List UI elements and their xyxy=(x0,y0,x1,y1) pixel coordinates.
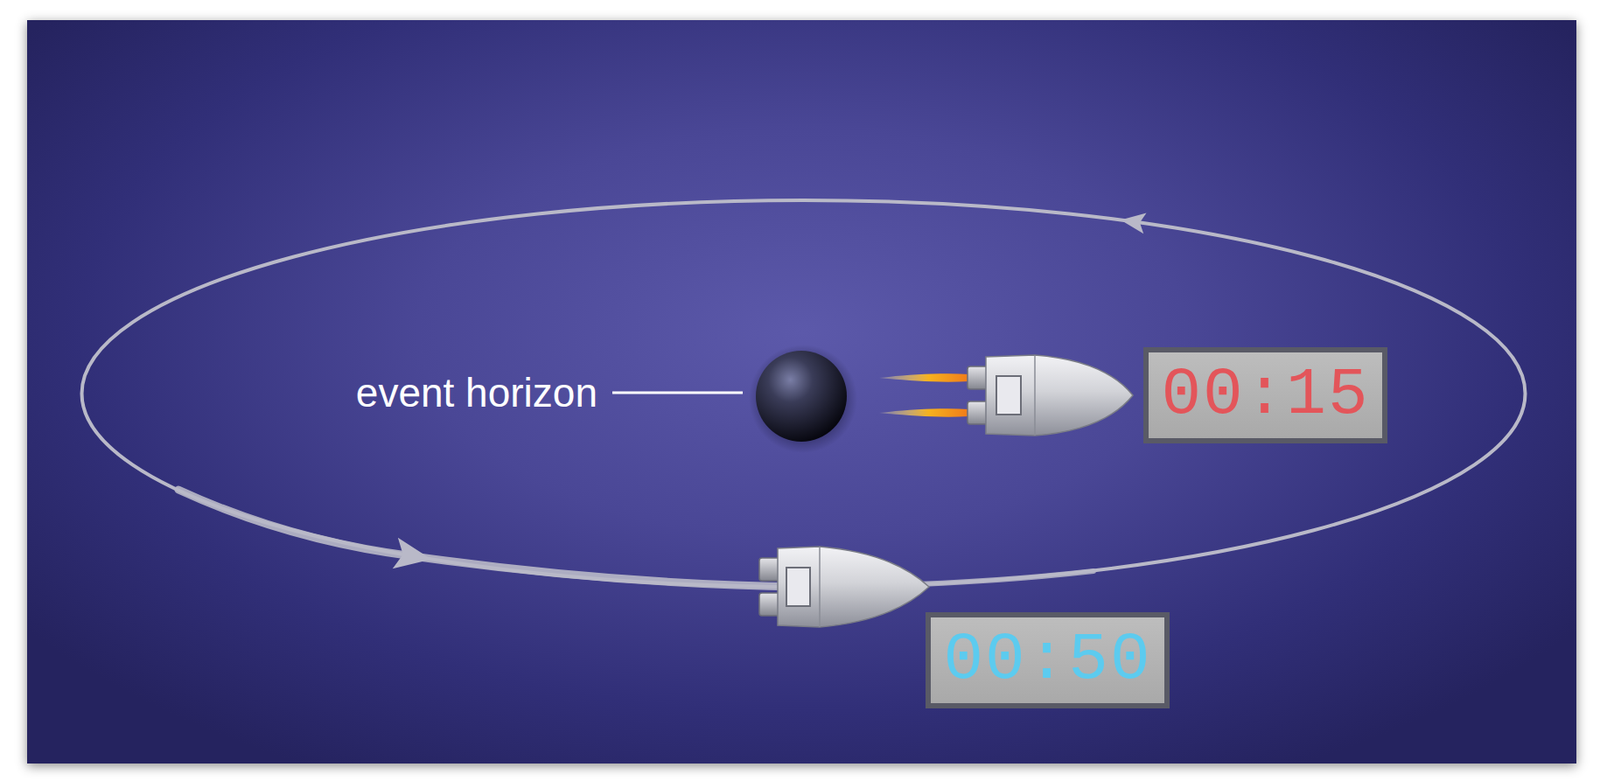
timer-display: 00:15 xyxy=(1143,347,1388,444)
timer-digits: 00:15 xyxy=(1160,362,1370,429)
timer-digits: 00:50 xyxy=(943,627,1152,694)
black-hole xyxy=(748,344,858,454)
rocket xyxy=(759,546,930,628)
rocket xyxy=(879,355,1133,436)
leader-line xyxy=(612,391,743,395)
orbit-path xyxy=(82,200,1526,587)
orbit-arrowhead xyxy=(392,537,435,576)
timer-display: 00:50 xyxy=(925,612,1170,709)
orbit-arrowhead xyxy=(1119,209,1147,235)
part-label: event horizon xyxy=(356,370,598,416)
